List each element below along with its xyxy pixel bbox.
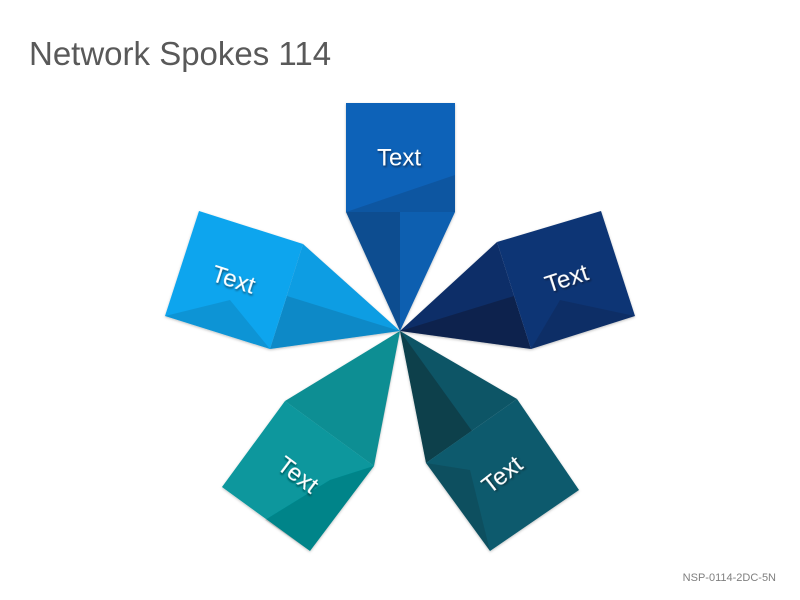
spoke-upper-left[interactable]: Text — [165, 211, 400, 349]
spoke-top[interactable]: Text — [346, 103, 455, 331]
spoke-upper-left-tail-shade — [270, 296, 400, 349]
footer-code: NSP-0114-2DC-5N — [682, 572, 776, 584]
spoke-lower-right-tail-shade — [400, 331, 472, 463]
spoke-upper-right-head-shade — [531, 300, 635, 349]
spoke-top-tail-shade — [346, 212, 400, 331]
spoke-top-head-shade — [346, 175, 455, 212]
slide-title: Network Spokes 114 — [29, 35, 332, 72]
spoke-lower-right[interactable]: Text — [400, 331, 579, 551]
spoke-upper-right[interactable]: Text — [400, 211, 635, 349]
spoke-top-label: Text — [377, 144, 421, 171]
spoke-lower-left-tail — [285, 331, 400, 466]
spoke-lower-left[interactable]: Text — [222, 331, 400, 551]
spoke-lower-left-tail-shade — [374, 331, 400, 466]
spoke-lower-left-head-shade — [265, 466, 374, 551]
spoke-lower-right-head-shade — [426, 463, 490, 551]
spoke-upper-left-head-shade — [165, 300, 270, 349]
spoke-upper-right-tail-shade — [400, 296, 531, 349]
